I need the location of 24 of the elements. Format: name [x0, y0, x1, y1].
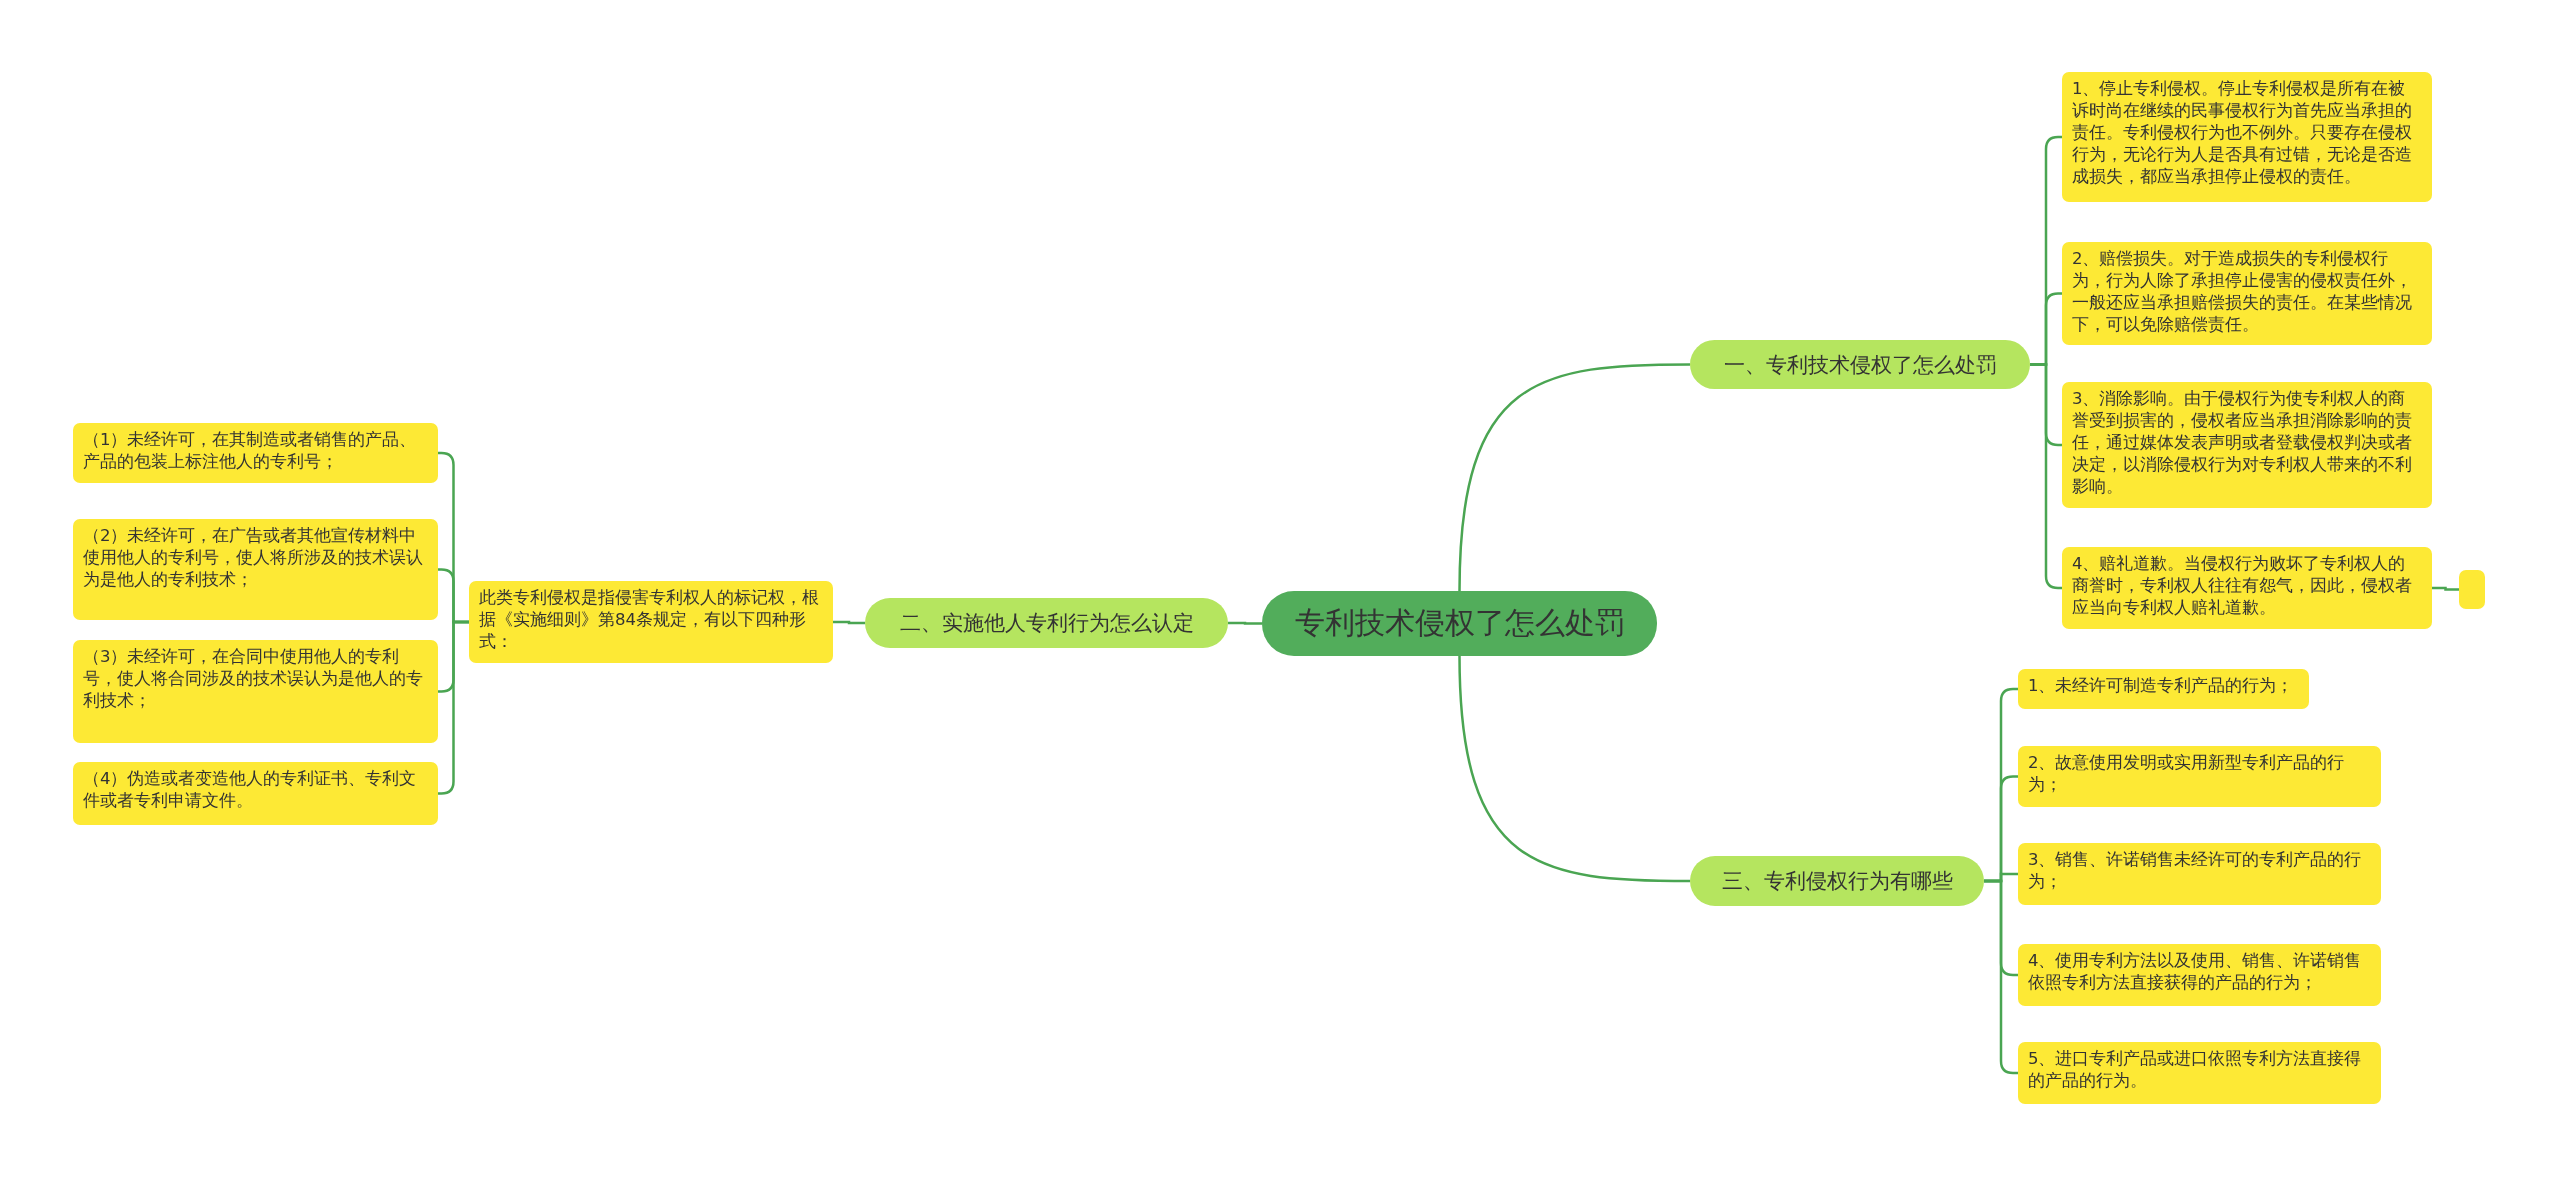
- topic-box: 二、实施他人专利行为怎么认定: [865, 598, 1228, 648]
- text-box: 3、销售、许诺销售未经许可的专利产品的行为；: [2018, 843, 2381, 905]
- text-box: （4）伪造或者变造他人的专利证书、专利文件或者专利申请文件。: [73, 762, 438, 825]
- connector-line: [1228, 621, 1262, 625]
- text-box: 3、消除影响。由于侵权行为使专利权人的商誉受到损害的，侵权者应当承担消除影响的责任，通过媒体发表声明或者登载侵权判决或者决定，以消除侵权行为对专利权人带来的不利影响。: [2062, 382, 2432, 508]
- text-box: （2）未经许可，在广告或者其他宣传材料中使用他人的专利号，使人将所涉及的技术误认为是他人的专利技术；: [73, 519, 438, 620]
- text-box: 2、故意使用发明或实用新型专利产品的行为；: [2018, 746, 2381, 807]
- text-box: （1）未经许可，在其制造或者销售的产品、产品的包装上标注他人的专利号；: [73, 423, 438, 483]
- topic-box: 三、专利侵权行为有哪些: [1690, 856, 1984, 906]
- topic-box: 一、专利技术侵权了怎么处罚: [1690, 340, 2030, 389]
- text-box: 1、未经许可制造专利产品的行为；: [2018, 669, 2309, 709]
- empty-box: [2459, 570, 2485, 609]
- text-box: 4、赔礼道歉。当侵权行为败坏了专利权人的商誉时，专利权人往往有怨气，因此，侵权者应当向专利权人赔礼道歉。: [2062, 547, 2432, 629]
- connector-line: [1458, 363, 1690, 592]
- text-box: 4、使用专利方法以及使用、销售、许诺销售依照专利方法直接获得的产品的行为；: [2018, 944, 2381, 1006]
- text-box: 1、停止专利侵权。停止专利侵权是所有在被诉时尚在继续的民事侵权行为首先应当承担的责任。专利侵权行为也不例外。只要存在侵权行为，无论行为人是否具有过错，无论是否造成损失，都应当承担停止侵权的责任。: [2062, 72, 2432, 202]
- connector-line: [833, 620, 865, 625]
- connector-line: [2432, 586, 2459, 591]
- central-topic: 专利技术侵权了怎么处罚: [1262, 591, 1657, 656]
- text-box: 此类专利侵权是指侵害专利权人的标记权，根据《实施细则》第84条规定，有以下四种形式：: [469, 581, 833, 663]
- text-box: 5、进口专利产品或进口依照专利方法直接得的产品的行为。: [2018, 1042, 2381, 1104]
- connector-line: [1458, 655, 1690, 883]
- text-box: 2、赔偿损失。对于造成损失的专利侵权行为，行为人除了承担停止侵害的侵权责任外，一般还应当承担赔偿损失的责任。在某些情况下，可以免除赔偿责任。: [2062, 242, 2432, 345]
- text-box: （3）未经许可，在合同中使用他人的专利号，使人将合同涉及的技术误认为是他人的专利技术；: [73, 640, 438, 743]
